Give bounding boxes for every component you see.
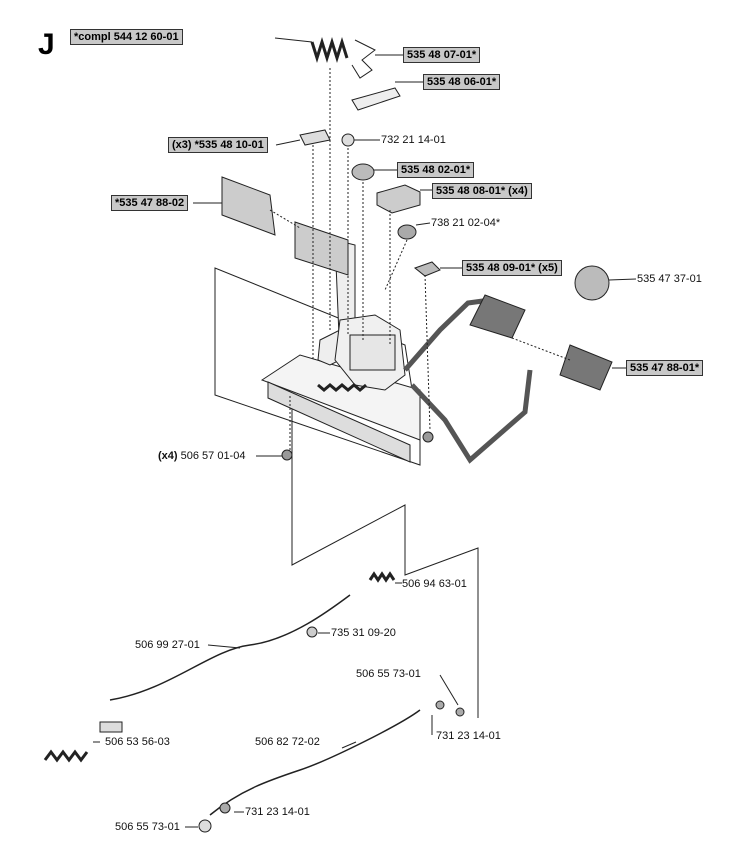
return-spring-upper (368, 571, 396, 583)
pedal-tube-lower (410, 369, 533, 464)
pedal-pad-lower (559, 344, 613, 391)
block-drawing (376, 184, 421, 214)
section-letter: J (38, 28, 55, 61)
part-label-506-99-27-01: 506 99 27-01 (135, 639, 200, 651)
rubber-sleeve-upper (221, 176, 276, 236)
part-label-506-55-73-01-lower: 506 55 73-01 (115, 821, 180, 833)
pedal-tube (403, 297, 491, 372)
part-label-506-57-01-04: (x4) 506 57 01-04 (158, 449, 245, 463)
top-spring (310, 36, 349, 64)
cable-clevis (99, 721, 123, 733)
small-plate (299, 129, 331, 146)
part-label-535-47-37-01: 535 47 37-01 (637, 273, 702, 285)
bracket-spring (317, 383, 367, 392)
quantity-prefix: (x3) (172, 139, 192, 151)
spring-hook (274, 37, 313, 43)
part-label-731-23-14-01: 731 23 14-01 (436, 730, 501, 742)
bracket-rail (267, 381, 411, 463)
lower-frame-outline (291, 395, 479, 718)
assembly-number: *compl 544 12 60-01 (70, 29, 183, 45)
part-label-535-48-07-01: 535 48 07-01* (403, 47, 481, 63)
part-label-535-48-09-01: 535 48 09-01* (x5) (462, 260, 562, 276)
return-spring-lower (43, 749, 89, 763)
part-label-535-48-02-01: 535 48 02-01* (397, 162, 475, 178)
part-number: *535 48 10-01 (194, 139, 264, 151)
locking-plate (351, 87, 401, 111)
part-label-535-47-88-01: 535 47 88-01* (626, 360, 704, 376)
cable-lower (209, 709, 421, 816)
part-label-735-31-09-20: 735 31 09-20 (331, 627, 396, 639)
part-label-535-48-06-01: 535 48 06-01* (423, 74, 501, 90)
bearing-drawing (397, 224, 417, 240)
clip-drawing (413, 261, 441, 277)
part-label-535-48-10-01: (x3) *535 48 10-01 (168, 137, 268, 153)
bolt-drawing (281, 449, 293, 461)
part-label-506-55-73-01: 506 55 73-01 (356, 668, 421, 680)
part-label-535-47-88-02: *535 47 88-02 (111, 195, 189, 211)
part-label-731-23-14-01-lower: 731 23 14-01 (245, 806, 310, 818)
part-label-535-48-08-01: 535 48 08-01* (x4) (432, 183, 532, 199)
part-label-732-21-14-01: 732 21 14-01 (381, 134, 446, 146)
part-number: 506 57 01-04 (180, 450, 246, 462)
part-label-506-53-56-03: 506 53 56-03 (105, 736, 170, 748)
quantity-prefix: (x4) (158, 450, 178, 462)
cable-upper (109, 594, 351, 701)
wire-clip (351, 39, 376, 79)
part-label-738-21-02-04: 738 21 02-04* (431, 217, 501, 229)
part-label-506-94-63-01: 506 94 63-01 (402, 578, 467, 590)
part-label-506-82-72-02: 506 82 72-02 (255, 736, 320, 748)
nut-drawing (341, 133, 355, 147)
bushing-drawing (351, 163, 375, 181)
pedal-pad-knob (574, 265, 610, 301)
rubber-sleeve-lower (294, 221, 349, 276)
pedal-arm-bracket (349, 334, 396, 371)
